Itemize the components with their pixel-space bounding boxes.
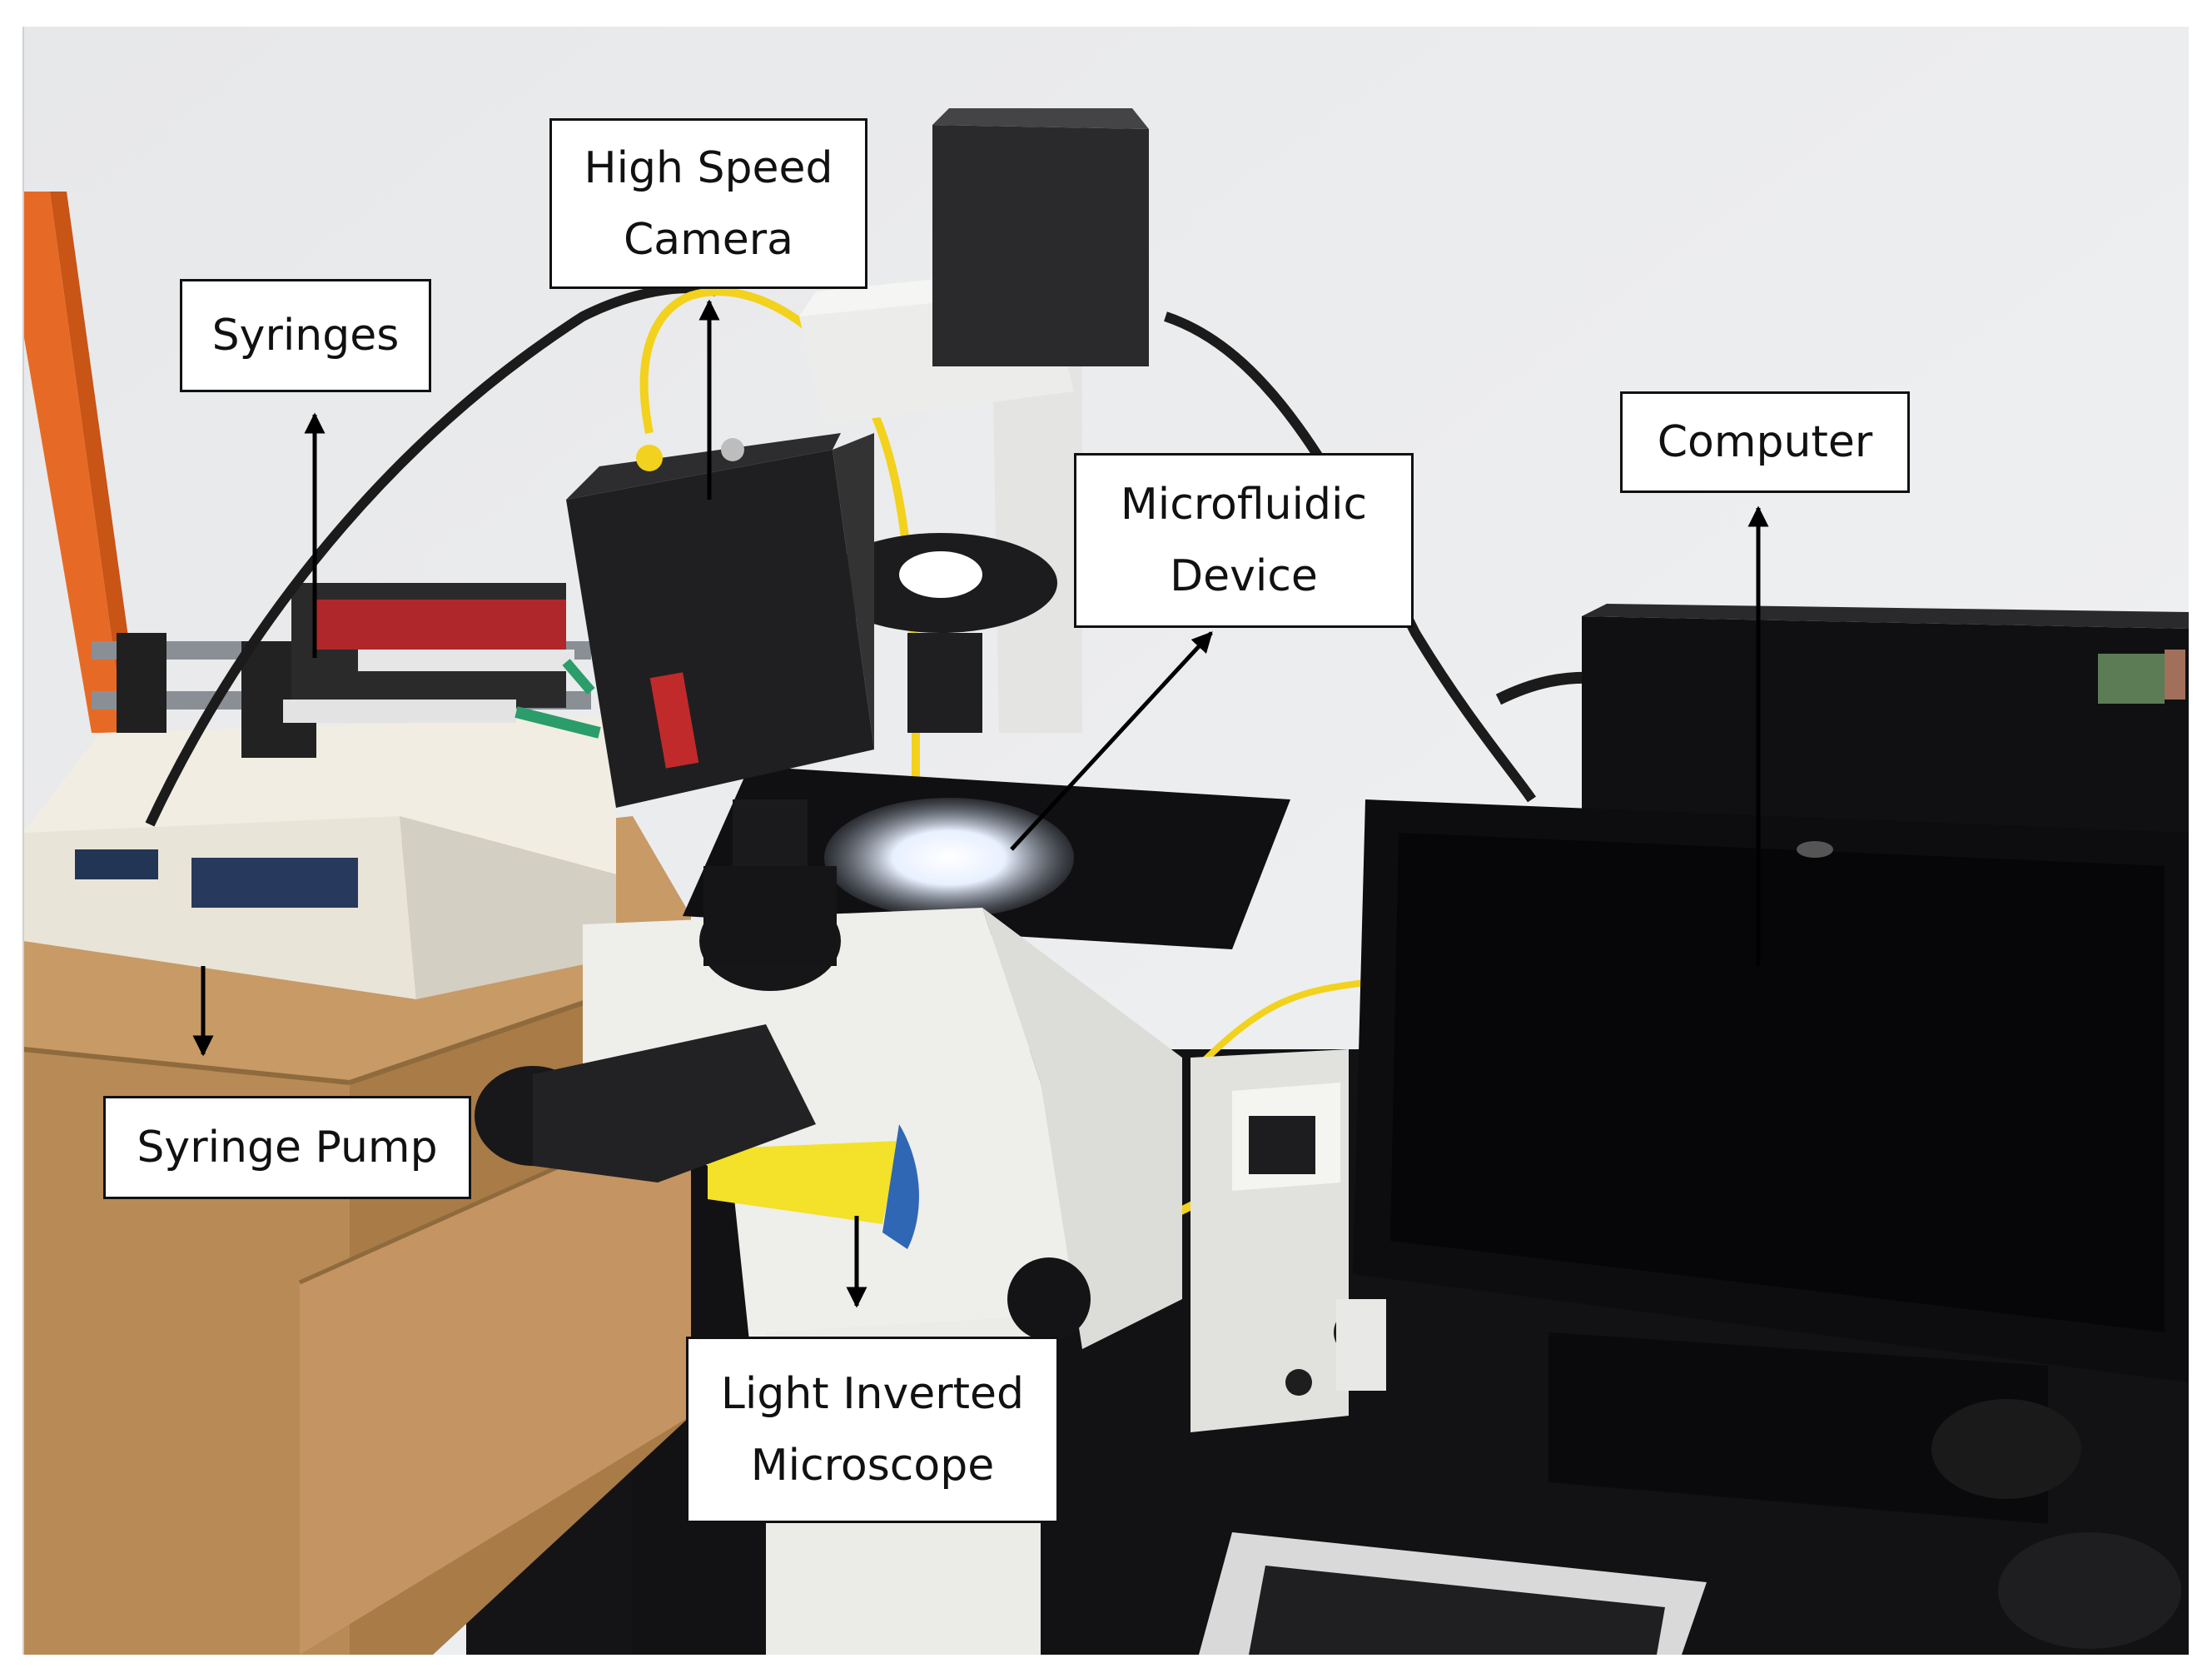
photo	[22, 27, 2189, 1655]
syringe-pump	[23, 583, 616, 999]
label-high-speed-camera: High Speed Camera	[549, 118, 867, 289]
device-arrow	[1010, 631, 1213, 851]
label-syringes: Syringes	[180, 279, 431, 392]
annotation-arrows	[192, 299, 1769, 1308]
high-speed-camera	[566, 433, 874, 991]
monitor	[1353, 799, 2189, 1524]
sample-light	[824, 798, 1074, 918]
peripherals	[1199, 1399, 2181, 1655]
label-light-inverted-microscope: Light Inverted Microscope	[686, 1337, 1059, 1523]
label-syringe-pump: Syringe Pump	[103, 1096, 471, 1199]
label-microfluidic-device: Microfluidic Device	[1074, 453, 1414, 628]
label-computer: Computer	[1620, 391, 1910, 493]
orange-pipe	[23, 192, 125, 733]
light-controller	[1191, 1049, 1386, 1432]
